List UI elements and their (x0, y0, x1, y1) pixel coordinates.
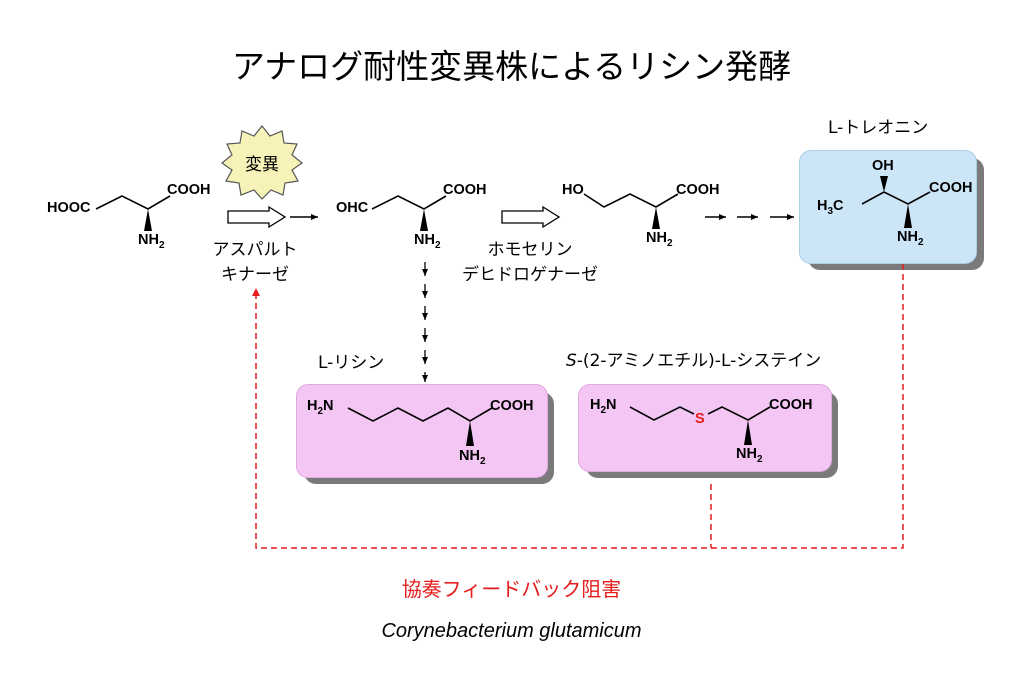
hollow-arrow-2 (501, 205, 561, 229)
mutation-badge-label: 変異 (245, 155, 279, 175)
threonine-bonds (861, 191, 931, 205)
aec-name-rest: -(2-アミノエチル)-L-システイン (576, 351, 822, 371)
aldehyde-ohc: OHC (336, 200, 369, 216)
aspartate-wedge (144, 209, 152, 231)
feedback-arrowhead (252, 288, 260, 296)
homoserine-ho: HO (562, 182, 584, 198)
enzyme-aspartate-kinase-line1: アスパルト (212, 240, 298, 260)
feedback-lines (255, 264, 904, 549)
aldehyde-wedge (420, 209, 428, 231)
lysine-wedge (466, 421, 474, 446)
aec-bonds (629, 406, 771, 421)
enzyme-aspartate-kinase-line2: キナーゼ (221, 265, 289, 285)
lysine-cooh: COOH (490, 398, 534, 414)
aec-name: S-(2-アミノエチル)-L-システイン (566, 346, 821, 371)
diagram-title: アナログ耐性変異株によるリシン発酵 (231, 47, 792, 86)
threonine-h3c: H3C (817, 198, 844, 217)
enzyme-homoserine-dehydrogenase-line2: デヒドロゲナーゼ (462, 265, 598, 285)
aspartate-nh2: NH2 (138, 232, 165, 251)
lysine-h2n: H2N (307, 398, 334, 417)
lysine-box (296, 384, 548, 478)
lysine-name: L-リシン (318, 353, 385, 373)
enzyme-homoserine-dehydrogenase-line1: ホモセリン (487, 240, 573, 260)
threonine-wedge-nh2 (904, 204, 912, 228)
organism-name: Corynebacterium glutamicum (381, 620, 642, 642)
hollow-arrow-1 (227, 205, 318, 229)
enzyme-homoserine-dehydrogenase: ホモセリン デヒドロゲナーゼ (450, 238, 610, 288)
mutation-badge-burst (220, 125, 304, 200)
aec-name-s: S (566, 351, 577, 371)
threonine-name: L-トレオニン (828, 118, 929, 138)
homoserine-bonds (583, 193, 679, 208)
threonine-nh2: NH2 (897, 229, 924, 248)
aec-sulfur: S (695, 411, 705, 427)
homoserine-cooh: COOH (676, 182, 720, 198)
aec-box (578, 384, 832, 472)
aspartate-cooh: COOH (167, 182, 211, 198)
aspartate-bonds (95, 195, 171, 210)
aldehyde-bonds (371, 195, 447, 210)
homoserine-nh2: NH2 (646, 230, 673, 249)
threonine-box (799, 150, 977, 264)
aldehyde-cooh: COOH (443, 182, 487, 198)
threonine-cooh: COOH (929, 180, 973, 196)
feedback-inhibition-label: 協奏フィードバック阻害 (401, 577, 622, 601)
lysine-bonds (347, 407, 493, 422)
aec-h2n: H2N (590, 397, 617, 416)
homoserine-wedge (652, 207, 660, 229)
aspartate-hooc: HOOC (47, 200, 91, 216)
lysine-nh2: NH2 (459, 448, 486, 467)
aec-wedge (744, 420, 752, 445)
threonine-wedge-oh (880, 176, 888, 192)
aec-cooh: COOH (769, 397, 813, 413)
enzyme-aspartate-kinase: アスパルト キナーゼ (200, 238, 310, 288)
aec-nh2: NH2 (736, 446, 763, 465)
aldehyde-nh2: NH2 (414, 232, 441, 251)
threonine-oh: OH (872, 158, 894, 174)
